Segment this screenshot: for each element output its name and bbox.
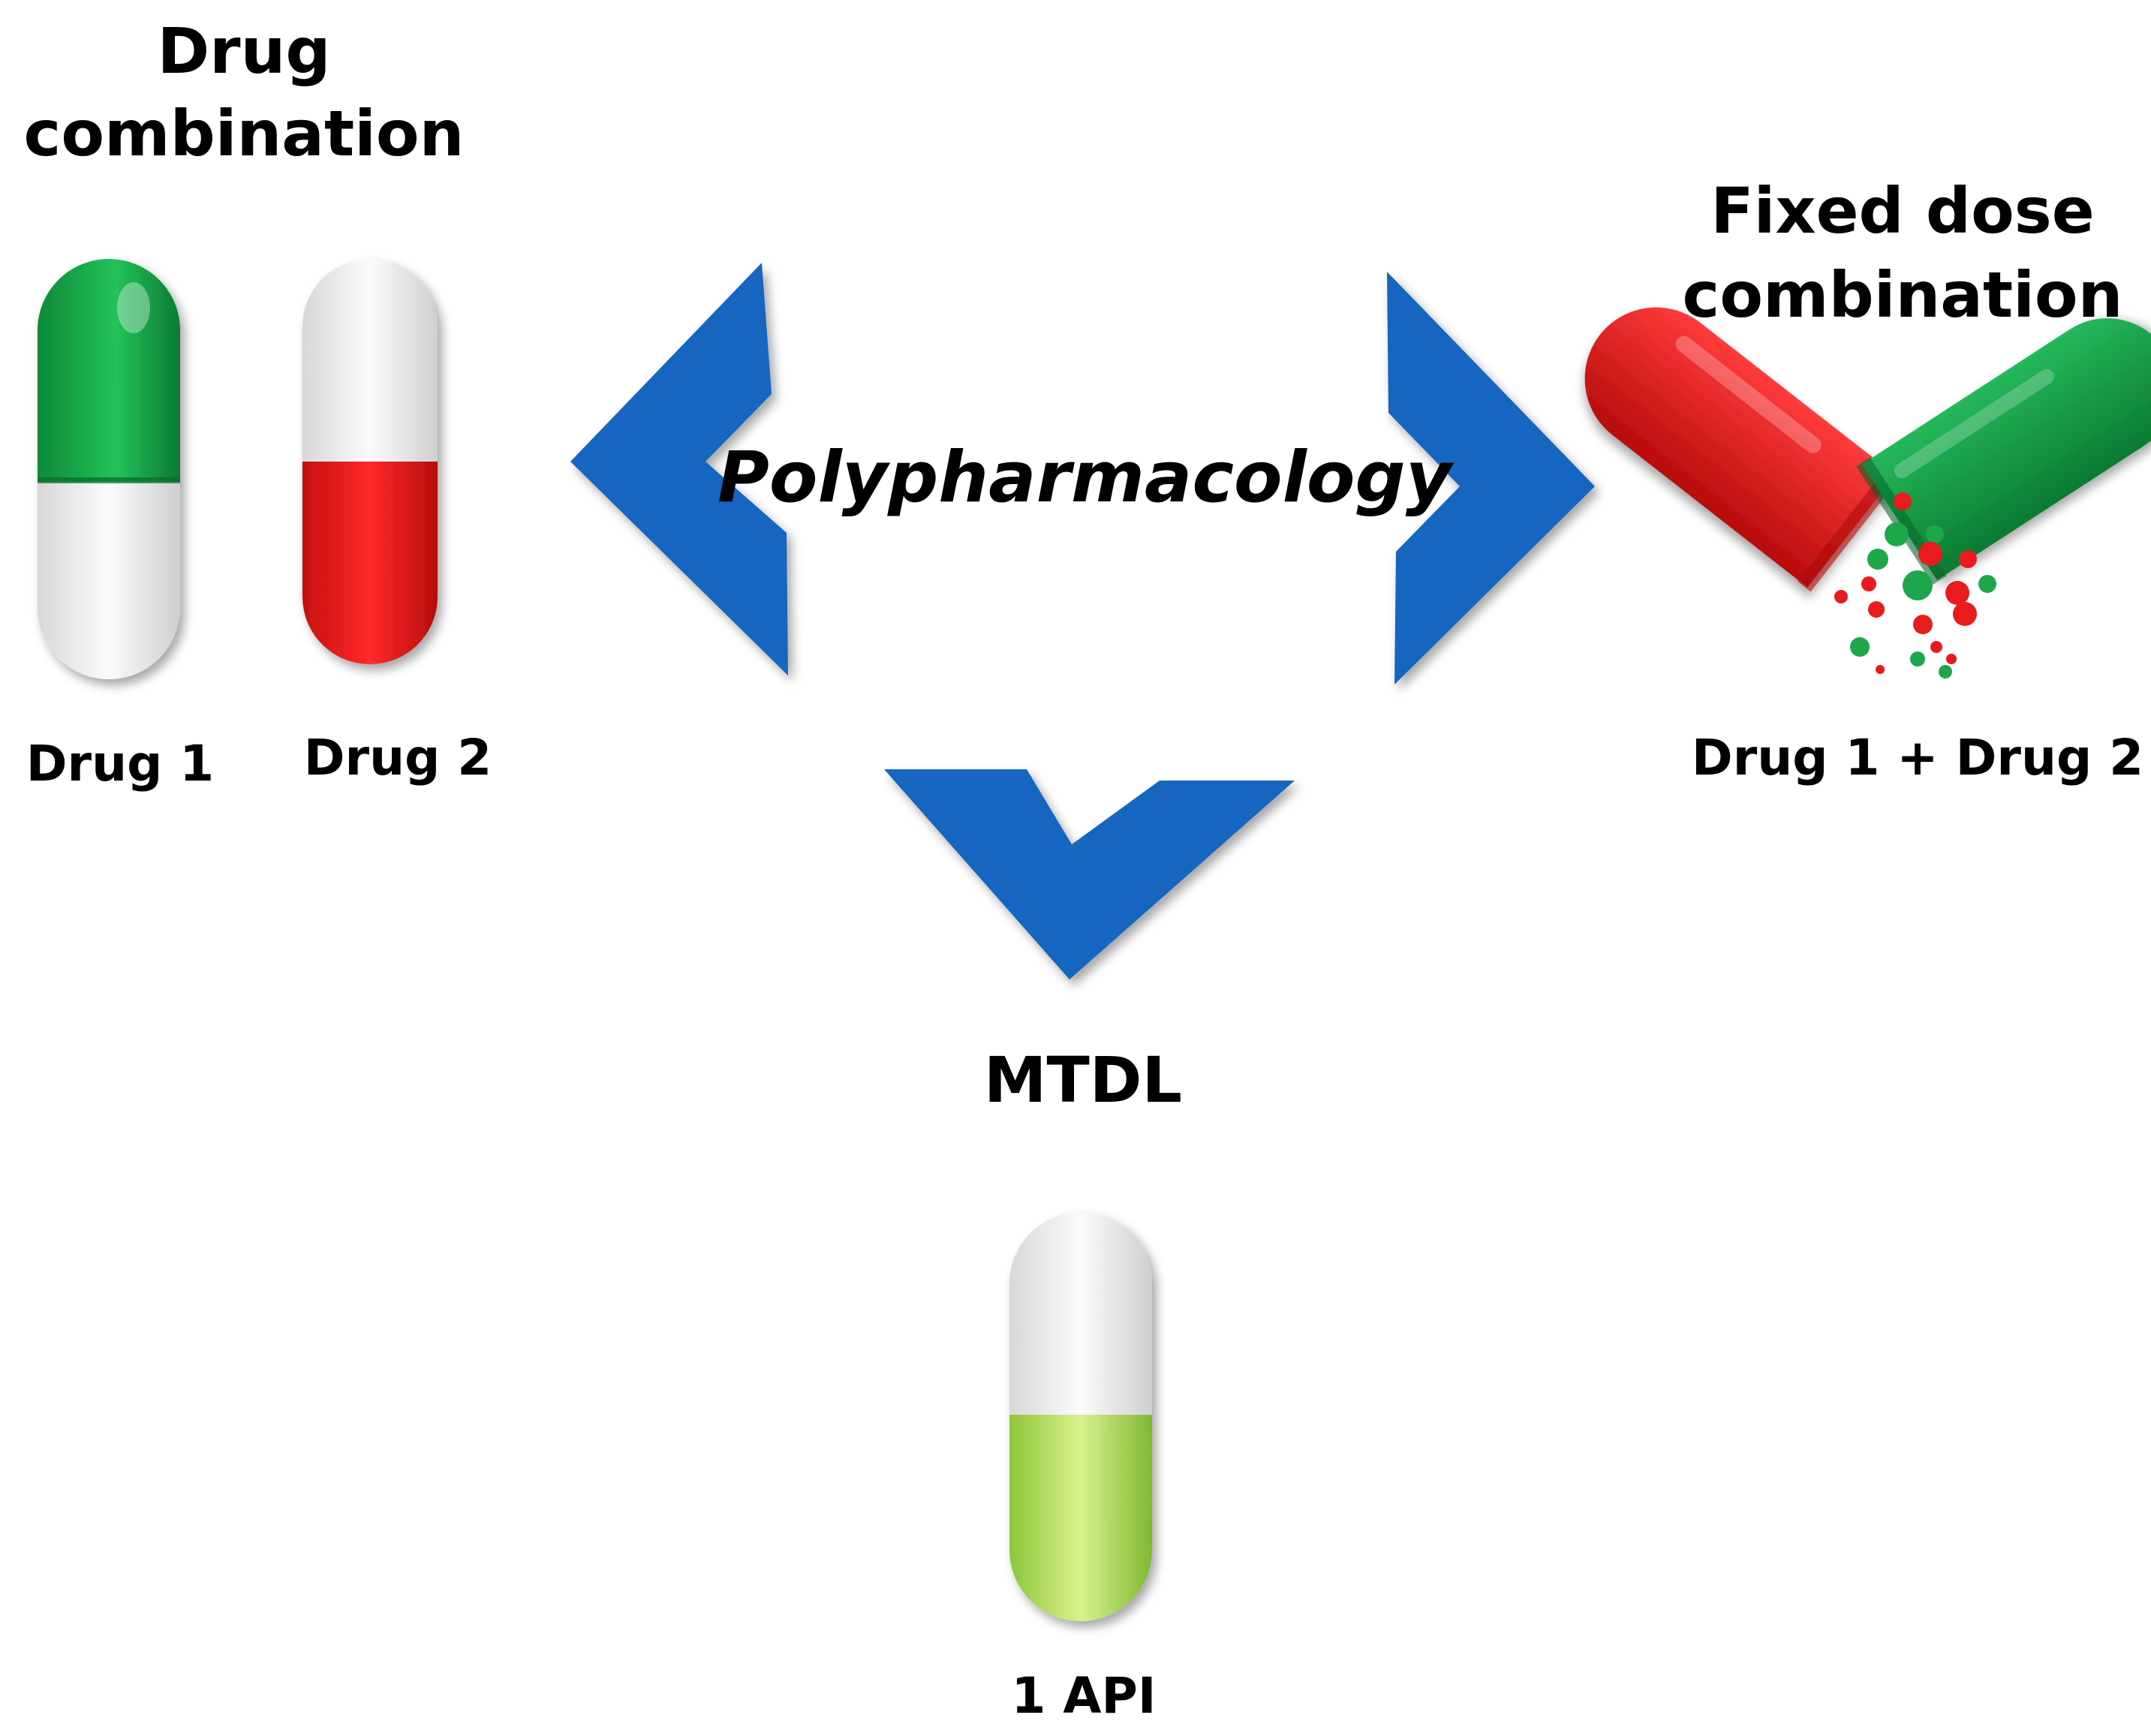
drug2-caption: Drug 2: [304, 729, 492, 787]
drug1-capsule-icon: [38, 259, 180, 679]
drug-combination-heading-line1: Drug: [157, 14, 330, 88]
polypharmacology-label: Polypharmacology: [718, 437, 1455, 519]
left-arrow-shape: [570, 263, 788, 675]
drug-combination-heading-line2: combination: [24, 97, 465, 170]
drug1-caption: Drug 1: [26, 735, 214, 793]
fixed-dose-heading-line2: combination: [1683, 258, 2123, 332]
open-capsule-icon: [1584, 307, 2151, 678]
mtdl-label: MTDL: [984, 1043, 1182, 1117]
fixed-dose-heading-line1: Fixed dose: [1710, 174, 2095, 248]
right-chevron-arrow-icon: [1387, 272, 1595, 684]
fixed-dose-caption: Drug 1 + Drug 2: [1692, 729, 2143, 787]
drug2-capsule-icon: [302, 259, 438, 664]
particles: [1834, 492, 1996, 678]
mtdl-capsule-icon: [1009, 1212, 1152, 1621]
down-chevron-arrow-icon: [884, 769, 1295, 979]
api-caption: 1 API: [1012, 1667, 1157, 1725]
